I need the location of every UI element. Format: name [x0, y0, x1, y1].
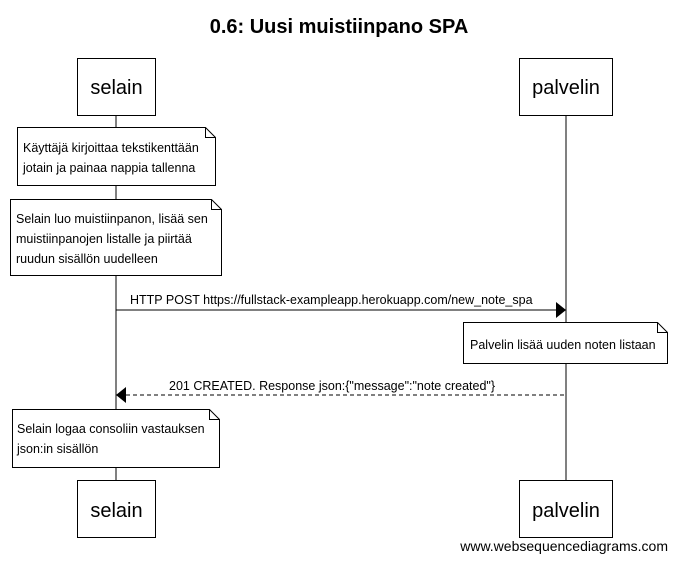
- note-browser-creates-note-line-3: ruudun sisällön uudelleen: [16, 252, 158, 266]
- note-browser-logs-line-1: Selain logaa consoliin vastauksen: [17, 422, 205, 436]
- actor-browser-top-label: selain: [90, 77, 142, 99]
- credit-text: www.websequencediagrams.com: [459, 538, 668, 554]
- arrowhead-solid: [556, 302, 566, 318]
- actor-server-bottom: palvelin: [519, 480, 613, 538]
- arrowhead-solid: [116, 387, 126, 403]
- note-browser-logs-line-2: json:in sisällön: [16, 442, 98, 456]
- note-browser-logs: Selain logaa consoliin vastauksen json:i…: [12, 409, 220, 468]
- actor-server-top: palvelin: [519, 58, 613, 116]
- note-user-types-line-2: jotain ja painaa nappia tallenna: [22, 161, 195, 175]
- note-browser-creates-note-line-2: muistiinpanojen listalle ja piirtää: [16, 232, 192, 246]
- message-response: 201 CREATED. Response json:{"message":"n…: [116, 379, 566, 403]
- note-browser-creates-note-line-1: Selain luo muistiinpanon, lisää sen: [16, 212, 208, 226]
- message-response-label: 201 CREATED. Response json:{"message":"n…: [169, 379, 495, 393]
- note-server-adds-note-line-1: Palvelin lisää uuden noten listaan: [470, 338, 656, 352]
- diagram-title: 0.6: Uusi muistiinpano SPA: [210, 16, 469, 38]
- message-http-post-label: HTTP POST https://fullstack-exampleapp.h…: [130, 293, 533, 307]
- message-http-post: HTTP POST https://fullstack-exampleapp.h…: [116, 293, 566, 318]
- actor-browser-bottom-label: selain: [90, 500, 142, 522]
- note-browser-creates-note: Selain luo muistiinpanon, lisää sen muis…: [10, 199, 222, 276]
- actor-browser-top: selain: [77, 58, 156, 116]
- note-user-types: Käyttäjä kirjoittaa tekstikenttään jotai…: [17, 127, 216, 186]
- note-server-adds-note: Palvelin lisää uuden noten listaan: [463, 322, 668, 364]
- actor-server-bottom-label: palvelin: [532, 500, 600, 522]
- note-user-types-line-1: Käyttäjä kirjoittaa tekstikenttään: [23, 141, 199, 155]
- actor-browser-bottom: selain: [77, 480, 156, 538]
- actor-server-top-label: palvelin: [532, 77, 600, 99]
